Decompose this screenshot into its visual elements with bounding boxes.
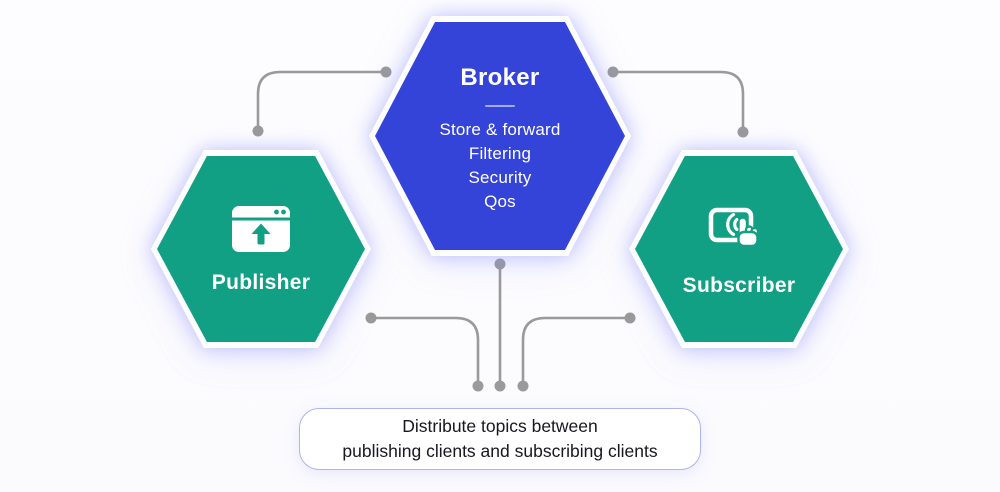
connector-broker-subscriber (613, 70, 745, 132)
broker-feature: Store & forward (439, 120, 561, 139)
publisher-hexagon-border: Publisher (151, 150, 371, 348)
broker-divider (485, 105, 515, 107)
broker-feature: Security (468, 168, 532, 187)
broker-feature: Qos (484, 192, 516, 211)
subscriber-node: Subscriber (629, 150, 849, 348)
note-line-2: publishing clients and subscribing clien… (342, 441, 658, 461)
broker-title: Broker (460, 64, 540, 91)
subscriber-label: Subscriber (682, 273, 796, 297)
publisher-hexagon: Publisher (157, 156, 365, 342)
subscriber-hexagon-border: Subscriber (629, 150, 849, 348)
connector-subscriber-note (521, 316, 630, 386)
topic-distribution-note: Distribute topics between publishing cli… (299, 408, 701, 470)
note-line-1: Distribute topics between (402, 416, 598, 436)
publisher-node: Publisher (151, 150, 371, 348)
publisher-label: Publisher (211, 270, 311, 294)
broker-node: Broker Store & forward Filtering Securit… (369, 16, 631, 256)
connector-publisher-broker (256, 70, 386, 131)
broker-feature: Filtering (468, 144, 532, 163)
broker-hexagon: Broker Store & forward Filtering Securit… (375, 22, 625, 250)
broker-hexagon-border: Broker Store & forward Filtering Securit… (369, 16, 631, 256)
browser-upload-icon (232, 205, 290, 252)
subscriber-hexagon: Subscriber (635, 156, 843, 342)
connector-endpoint-dots (252, 66, 749, 392)
tap-gesture-icon (708, 207, 760, 247)
connector-publisher-note (371, 316, 480, 386)
